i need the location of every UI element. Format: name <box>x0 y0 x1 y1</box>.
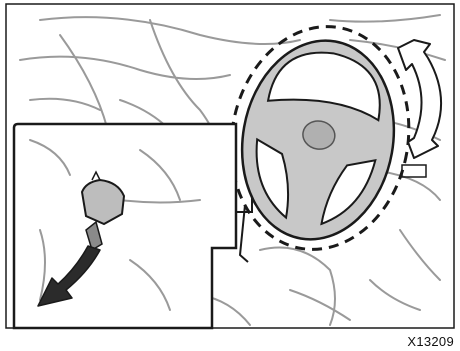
figure-code-label: X13209 <box>407 334 454 349</box>
inset-lever-detail <box>14 124 236 328</box>
lever-body <box>82 180 124 224</box>
